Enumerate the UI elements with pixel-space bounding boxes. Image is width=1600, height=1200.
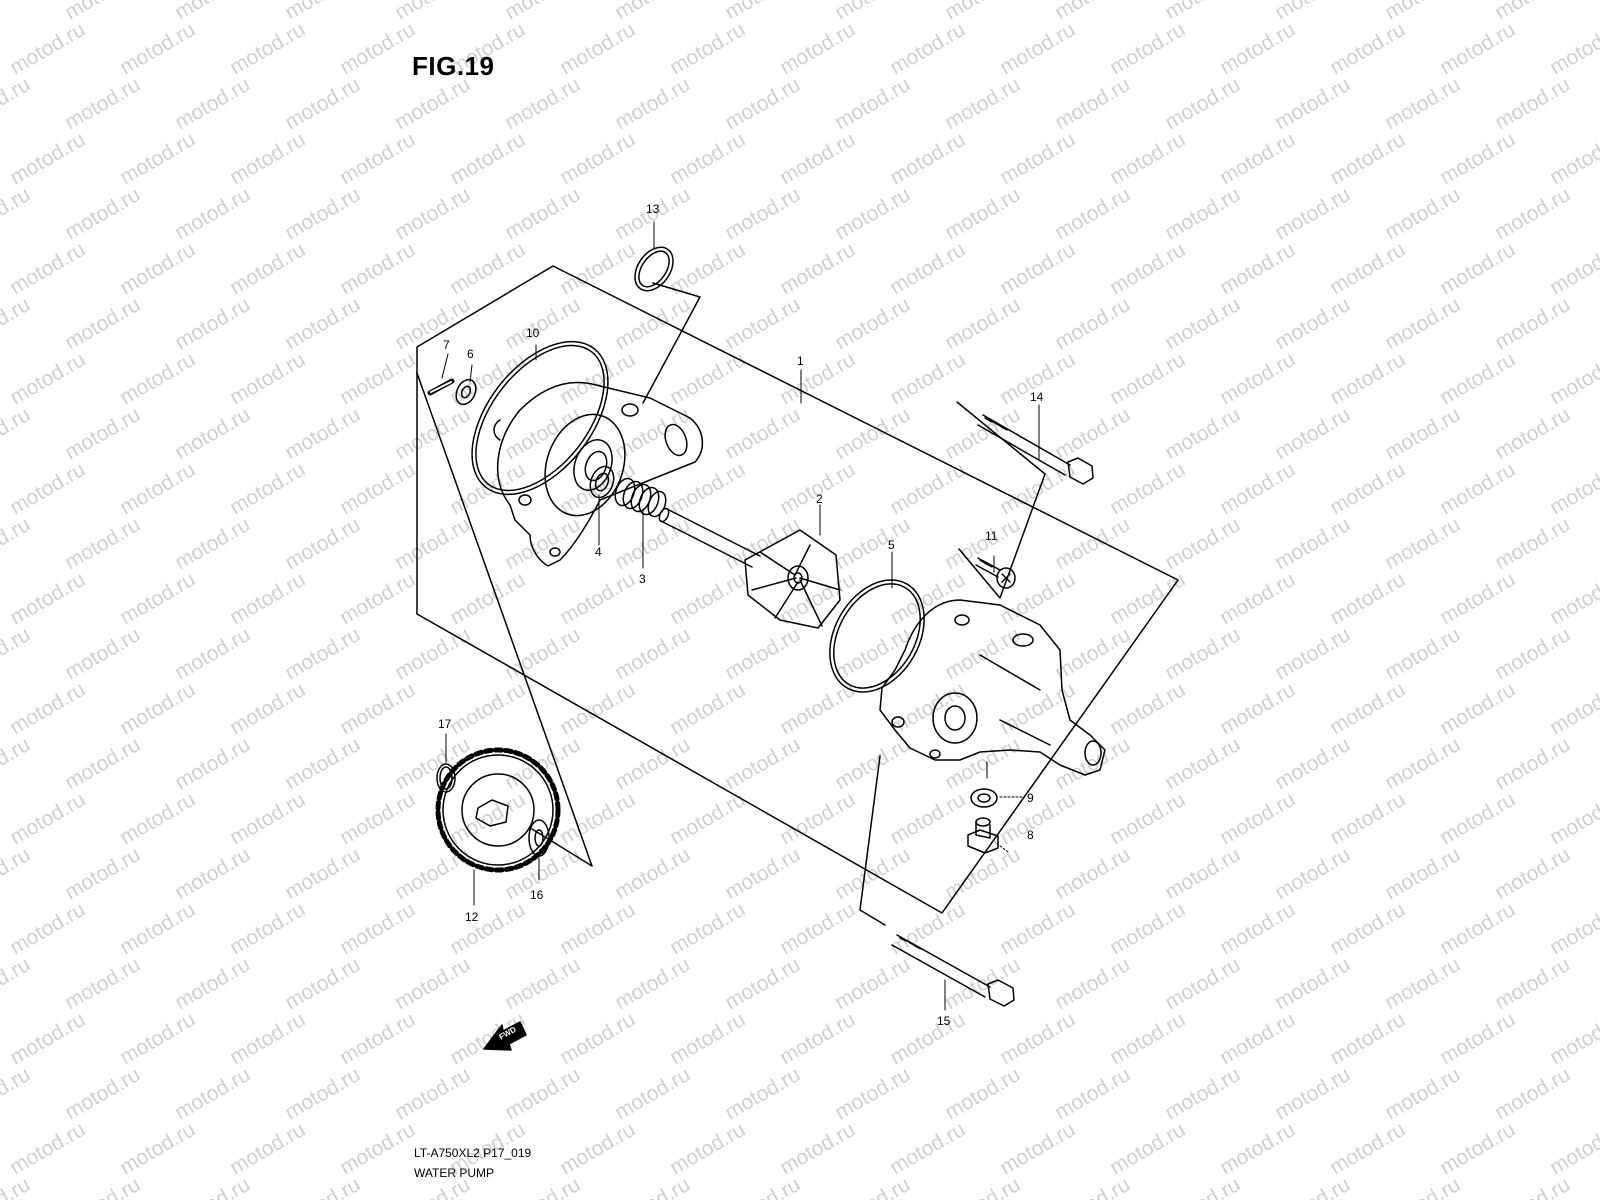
callout-12: 12: [465, 910, 479, 924]
part-8-drain-bolt: [967, 817, 999, 854]
part-9-washer: [970, 788, 998, 808]
part-14-bolt: [977, 414, 1094, 485]
part-13-o-ring: [634, 246, 674, 292]
callout-8: 8: [1027, 828, 1034, 842]
part-4-seal: [589, 465, 615, 499]
part-12-gear: [435, 747, 561, 873]
pump-case: [879, 599, 1106, 776]
callout-9: 9: [1027, 791, 1034, 805]
part-16-washer: [528, 819, 550, 857]
callout-13: 13: [646, 202, 660, 216]
callout-4: 4: [595, 545, 602, 559]
diagram-name: WATER PUMP: [414, 1166, 494, 1180]
callout-10: 10: [526, 326, 540, 340]
fwd-arrow-icon: FWD: [483, 1021, 527, 1051]
part-15-bolt: [891, 934, 1015, 1007]
bracket-14: [956, 401, 1046, 599]
callouts: 1 2 3 4 5 6 7 8 9 10 11 12 13 14 15 16 1…: [438, 202, 1044, 1028]
callout-5: 5: [888, 538, 895, 552]
callout-1: 1: [797, 354, 804, 368]
callout-14: 14: [1030, 390, 1044, 404]
callout-15: 15: [937, 1014, 951, 1028]
callout-17: 17: [438, 717, 452, 731]
callout-11: 11: [985, 529, 998, 543]
callout-6: 6: [467, 347, 474, 361]
pump-cover: [493, 381, 703, 567]
diagram-code: LT-A750XL2 P17_019: [414, 1146, 532, 1160]
part-17-circlip: [436, 763, 456, 793]
callout-2: 2: [816, 492, 823, 506]
part-5-o-ring: [829, 579, 925, 693]
callout-7: 7: [443, 338, 450, 352]
part-2-shaft-impeller: [658, 507, 841, 629]
bracket-13: [642, 282, 701, 404]
part-3-mechanical-seal: [614, 477, 667, 518]
bracket-15: [859, 755, 886, 926]
part-11-screw: [975, 557, 1016, 589]
assembly-outline: [416, 265, 1179, 914]
part-6-washer: [455, 378, 477, 406]
callout-3: 3: [639, 572, 646, 586]
figure-title: FIG.19: [412, 51, 495, 81]
callout-16: 16: [530, 888, 544, 902]
leader-lines: [441, 221, 1040, 1011]
